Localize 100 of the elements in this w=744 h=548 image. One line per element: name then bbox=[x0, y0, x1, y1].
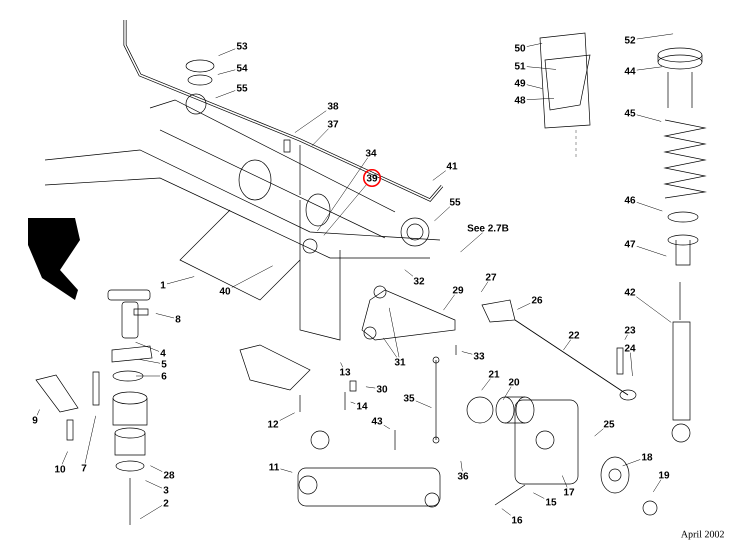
leader-line bbox=[526, 43, 542, 47]
callout-number: 11 bbox=[269, 464, 280, 470]
leader-line bbox=[138, 358, 160, 364]
leader-line bbox=[526, 98, 554, 100]
leader-line bbox=[324, 184, 366, 236]
callout-number: 27 bbox=[486, 274, 496, 280]
leader-line bbox=[526, 66, 556, 70]
callout-number: 13 bbox=[340, 368, 350, 376]
callout-number: 9 bbox=[32, 416, 38, 424]
leader-line bbox=[563, 339, 571, 350]
leader-line bbox=[652, 479, 662, 492]
leader-line bbox=[84, 416, 96, 464]
leader-line bbox=[388, 308, 400, 358]
leader-line bbox=[312, 128, 329, 146]
leader-line bbox=[280, 412, 295, 421]
leader-line bbox=[460, 460, 463, 472]
leader-line bbox=[135, 342, 160, 352]
callout-number: 3 bbox=[163, 486, 168, 494]
callout-number: 15 bbox=[546, 498, 556, 506]
callout-number: 37 bbox=[328, 120, 338, 128]
callout-number: 43 bbox=[372, 417, 382, 425]
leader-line bbox=[562, 475, 568, 488]
callout-number: 26 bbox=[532, 296, 542, 304]
callout-number: 55 bbox=[236, 84, 248, 92]
callout-number: 21 bbox=[488, 370, 500, 378]
leader-line bbox=[630, 352, 633, 376]
callout-number: 48 bbox=[514, 96, 526, 104]
leader-line bbox=[156, 313, 174, 318]
callout-number: 4 bbox=[160, 350, 166, 356]
callout-number: 49 bbox=[514, 79, 526, 87]
callout-number: 51 bbox=[514, 62, 526, 70]
leader-line bbox=[533, 492, 544, 499]
leader-line bbox=[416, 400, 432, 408]
callout-number: 39 bbox=[362, 168, 382, 188]
callout-number: 33 bbox=[474, 352, 484, 360]
callout-number: 36 bbox=[458, 472, 468, 480]
leader-line bbox=[636, 246, 667, 256]
leader-line bbox=[215, 90, 236, 98]
leader-line bbox=[502, 386, 512, 400]
leader-line bbox=[150, 465, 162, 472]
leader-line bbox=[624, 334, 628, 340]
callout-number: 31 bbox=[394, 358, 406, 366]
callout-number: 45 bbox=[624, 110, 636, 116]
callout-number: 44 bbox=[624, 68, 636, 74]
callout-number: 25 bbox=[604, 420, 614, 428]
leader-line bbox=[432, 170, 446, 181]
callout-number: 30 bbox=[376, 385, 388, 393]
leader-line bbox=[62, 451, 68, 464]
leader-line bbox=[636, 66, 662, 70]
callout-number: 35 bbox=[404, 394, 414, 402]
callout-number: 24 bbox=[624, 344, 636, 352]
callout-number: 47 bbox=[624, 240, 636, 248]
leader-line bbox=[166, 276, 194, 284]
date-note: April 2002 bbox=[680, 530, 724, 540]
leader-line bbox=[526, 84, 542, 89]
leader-line bbox=[443, 294, 455, 310]
callout-number: 8 bbox=[176, 315, 180, 323]
leader-line bbox=[218, 48, 236, 56]
callout-number: 20 bbox=[508, 378, 520, 386]
callout-number: 52 bbox=[624, 36, 636, 44]
leader-line bbox=[481, 281, 488, 292]
callout-number: 34 bbox=[366, 149, 376, 157]
callout-number: 38 bbox=[328, 102, 338, 110]
callout-number: 23 bbox=[624, 326, 636, 334]
leader-line bbox=[636, 202, 663, 212]
leader-line bbox=[140, 505, 162, 520]
callout-number: 32 bbox=[414, 277, 424, 285]
callout-number: 1 bbox=[160, 282, 166, 288]
leader-line bbox=[636, 34, 674, 40]
callout-number: 42 bbox=[624, 288, 636, 296]
callout-number: 10 bbox=[55, 465, 66, 473]
leader-line bbox=[594, 428, 604, 436]
reference-note: See 2.7B bbox=[467, 224, 508, 232]
callout-number: 18 bbox=[642, 453, 652, 461]
leader-line bbox=[462, 351, 472, 354]
leader-line bbox=[384, 424, 390, 430]
callout-number: 50 bbox=[514, 44, 526, 52]
leader-line bbox=[145, 480, 162, 488]
leader-line bbox=[636, 296, 672, 323]
callout-number: 5 bbox=[162, 360, 166, 368]
leader-line bbox=[404, 269, 414, 276]
callout-number: 7 bbox=[82, 464, 86, 472]
leader-line bbox=[460, 232, 483, 252]
leader-line bbox=[218, 70, 236, 75]
callout-number: 2 bbox=[164, 500, 168, 506]
leader-line bbox=[481, 378, 491, 390]
callout-number: 29 bbox=[452, 286, 464, 294]
callout-number: 54 bbox=[236, 64, 248, 72]
callout-number: 53 bbox=[236, 42, 248, 50]
callout-number: 16 bbox=[512, 516, 522, 524]
leader-line bbox=[317, 158, 368, 232]
leader-line bbox=[350, 402, 356, 404]
leader-line bbox=[383, 338, 397, 358]
callout-number: 40 bbox=[220, 287, 230, 295]
leader-line bbox=[36, 409, 40, 416]
leader-line bbox=[366, 386, 376, 388]
leader-line bbox=[502, 508, 511, 516]
callout-number: 28 bbox=[164, 471, 174, 479]
leader-line bbox=[280, 468, 292, 473]
callout-number: 6 bbox=[162, 372, 166, 380]
